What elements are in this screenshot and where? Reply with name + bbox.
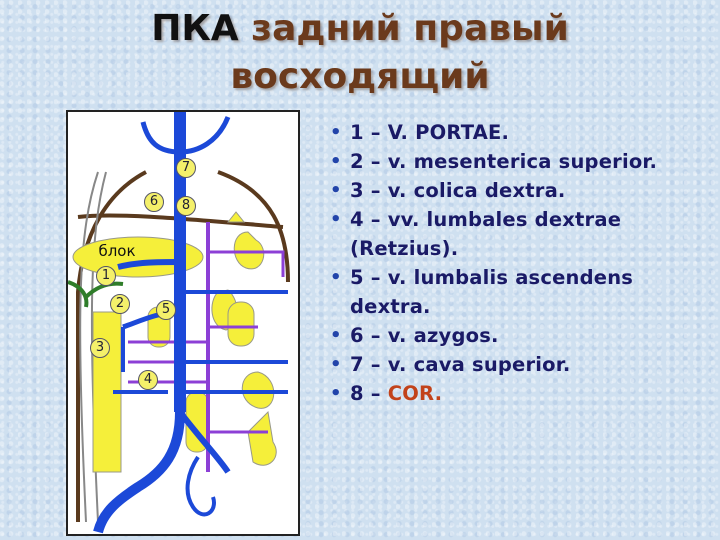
brown-cross-vessel xyxy=(77,213,284,229)
portal-branch-loop xyxy=(185,455,216,517)
bullet-icon: • xyxy=(330,209,342,230)
marker-3: 3 xyxy=(90,338,110,358)
legend-note: dextra. xyxy=(350,295,431,318)
portal-vein-liver-branch xyxy=(117,259,181,270)
bullet-icon: • xyxy=(330,122,342,143)
bullet-icon: • xyxy=(330,180,342,201)
portal-vein-top-right xyxy=(179,116,231,155)
marker-6: 6 xyxy=(144,192,164,212)
lumbar-vein-branch-right xyxy=(208,250,285,277)
portal-branch-right xyxy=(177,410,231,474)
legend-list: •1 – V. PORTAE. •2 – v. mesenterica supe… xyxy=(330,118,710,408)
title-abbreviation: ПКА xyxy=(151,8,239,49)
bullet-icon: • xyxy=(330,383,342,404)
title-line2: восходящий xyxy=(230,56,490,97)
marker-5: 5 xyxy=(156,300,176,320)
small-yellow-mark xyxy=(226,211,246,223)
marker-8: 8 xyxy=(176,196,196,216)
page-title: ПКА задний правый xyxy=(0,8,720,50)
bullet-icon: • xyxy=(330,267,342,288)
marker-7: 7 xyxy=(176,158,196,178)
marker-1: 1 xyxy=(96,266,116,286)
legend-item: •2 – v. mesenterica superior. xyxy=(330,147,710,176)
bullet-icon: • xyxy=(330,325,342,346)
portal-vein-top-left xyxy=(140,121,181,155)
kidney-right xyxy=(227,301,255,347)
legend-item: •3 – v. colica dextra. xyxy=(330,176,710,205)
azygos-vein-right xyxy=(217,170,290,283)
legend-cor: COR. xyxy=(387,382,443,405)
legend-item: •1 – V. PORTAE. xyxy=(330,118,710,147)
portal-vein-lower xyxy=(93,411,185,534)
marker-4: 4 xyxy=(138,370,158,390)
marker-2: 2 xyxy=(110,294,130,314)
green-connector xyxy=(68,280,124,308)
intestine-upper xyxy=(233,231,265,270)
bullet-icon: • xyxy=(330,151,342,172)
anatomy-diagram: блок 7 6 8 1 2 5 3 4 xyxy=(66,110,300,536)
rectum-shape xyxy=(247,410,277,466)
legend-item: •8 – COR. xyxy=(330,379,710,408)
bullet-icon: • xyxy=(330,354,342,375)
block-label: блок xyxy=(98,242,136,260)
legend-item: •7 – v. cava superior. xyxy=(330,350,710,379)
legend-item: •6 – v. azygos. xyxy=(330,321,710,350)
title-line1: задний правый xyxy=(251,8,569,49)
legend-item: •4 – vv. lumbales dextrae(Retzius). xyxy=(330,205,710,263)
legend-note: (Retzius). xyxy=(350,237,459,260)
